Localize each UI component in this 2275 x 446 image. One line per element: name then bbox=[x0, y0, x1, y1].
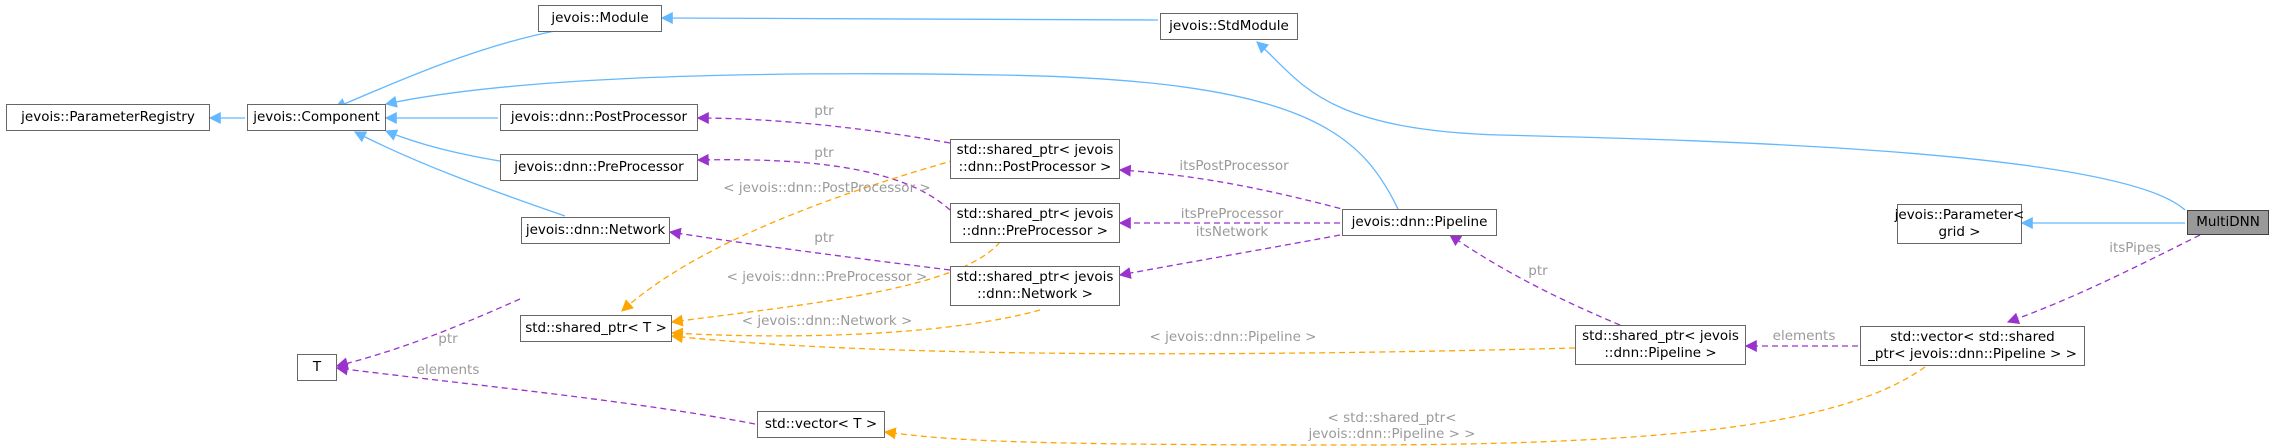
edge-label-tmpl-pipeline: < jevois::dnn::Pipeline > bbox=[1149, 329, 1317, 345]
edge-label-ptr-T: ptr bbox=[438, 331, 458, 347]
edge-vector-pipeline-vector-T bbox=[883, 366, 1926, 446]
edge-network-component bbox=[353, 131, 566, 217]
node-vector-sp-pipeline[interactable]: std::vector< std::shared _ptr< jevois::d… bbox=[1860, 326, 2085, 366]
edge-label-elements-pipeline: elements bbox=[1772, 328, 1836, 344]
edge-sp-T-T bbox=[335, 298, 521, 370]
edge-sp-postprocessor-sp-T bbox=[621, 159, 956, 312]
node-T[interactable]: T bbox=[297, 354, 337, 381]
node-parameter-grid[interactable]: jevois::Parameter< grid > bbox=[1895, 204, 2024, 244]
node-network[interactable]: jevois::dnn::Network bbox=[521, 217, 670, 244]
edge-pipeline-sp-network bbox=[1118, 234, 1341, 279]
node-component[interactable]: jevois::Component bbox=[247, 104, 386, 131]
edge-label-tmpl-pre: < jevois::dnn::PreProcessor > bbox=[726, 269, 928, 285]
node-sp-pipeline[interactable]: std::shared_ptr< jevois ::dnn::Pipeline … bbox=[1575, 325, 1746, 365]
node-sp-preprocessor[interactable]: std::shared_ptr< jevois ::dnn::PreProces… bbox=[950, 203, 1120, 243]
node-std-module[interactable]: jevois::StdModule bbox=[1160, 13, 1298, 40]
edge-sp-pipeline-sp-T bbox=[670, 331, 1576, 355]
node-vector-T[interactable]: std::vector< T > bbox=[757, 411, 885, 438]
edge-sp-preprocessor-preprocessor bbox=[696, 153, 951, 211]
edge-label-its-network: itsNetwork bbox=[1195, 224, 1269, 240]
edge-module-component bbox=[333, 29, 561, 110]
edge-sp-preprocessor-sp-T bbox=[670, 241, 1001, 327]
node-pipeline[interactable]: jevois::dnn::Pipeline bbox=[1342, 209, 1497, 236]
edge-label-its-pipes: itsPipes bbox=[2109, 240, 2161, 256]
edge-multidnn-stdmodule bbox=[1256, 41, 2186, 211]
edge-sp-network-sp-T bbox=[670, 309, 1041, 340]
edge-stdmodule-module bbox=[660, 12, 1159, 25]
edge-label-tmpl-vector: < std::shared_ptr< jevois::dnn::Pipeline… bbox=[1308, 410, 1476, 442]
node-parameter-registry[interactable]: jevois::ParameterRegistry bbox=[6, 104, 210, 131]
edge-label-ptr-pipeline: ptr bbox=[1528, 263, 1548, 279]
edge-label-tmpl-post: < jevois::dnn::PostProcessor > bbox=[723, 180, 931, 196]
node-postprocessor[interactable]: jevois::dnn::PostProcessor bbox=[500, 104, 698, 131]
edge-preprocessor-component bbox=[384, 129, 519, 165]
edge-sp-network-network bbox=[668, 227, 951, 271]
node-module[interactable]: jevois::Module bbox=[538, 5, 662, 32]
edge-label-elements-T: elements bbox=[416, 362, 480, 378]
edge-label-its-pre-processor: itsPreProcessor bbox=[1180, 206, 1284, 222]
edge-label-ptr-net: ptr bbox=[814, 230, 834, 246]
edge-label-tmpl-net: < jevois::dnn::Network > bbox=[741, 313, 913, 329]
node-sp-postprocessor[interactable]: std::shared_ptr< jevois ::dnn::PostProce… bbox=[950, 139, 1120, 179]
node-preprocessor[interactable]: jevois::dnn::PreProcessor bbox=[500, 154, 698, 181]
edge-multidnn-vector-pipeline bbox=[2006, 234, 2201, 325]
node-sp-network[interactable]: std::shared_ptr< jevois ::dnn::Network > bbox=[950, 266, 1120, 306]
edge-label-ptr-pre: ptr bbox=[814, 145, 834, 161]
node-sp-T[interactable]: std::shared_ptr< T > bbox=[520, 315, 672, 342]
edge-sp-pipeline-pipeline bbox=[1449, 234, 1621, 326]
edge-label-ptr-post: ptr bbox=[814, 103, 834, 119]
edge-pipeline-component bbox=[384, 73, 1399, 210]
edge-pipeline-sp-postprocessor bbox=[1118, 164, 1351, 212]
edge-vector-T-T bbox=[335, 363, 756, 425]
edge-sp-postprocessor-postprocessor bbox=[696, 112, 951, 144]
node-multidnn[interactable]: MultiDNN bbox=[2187, 210, 2269, 235]
edge-label-its-post-processor: itsPostProcessor bbox=[1179, 158, 1289, 174]
